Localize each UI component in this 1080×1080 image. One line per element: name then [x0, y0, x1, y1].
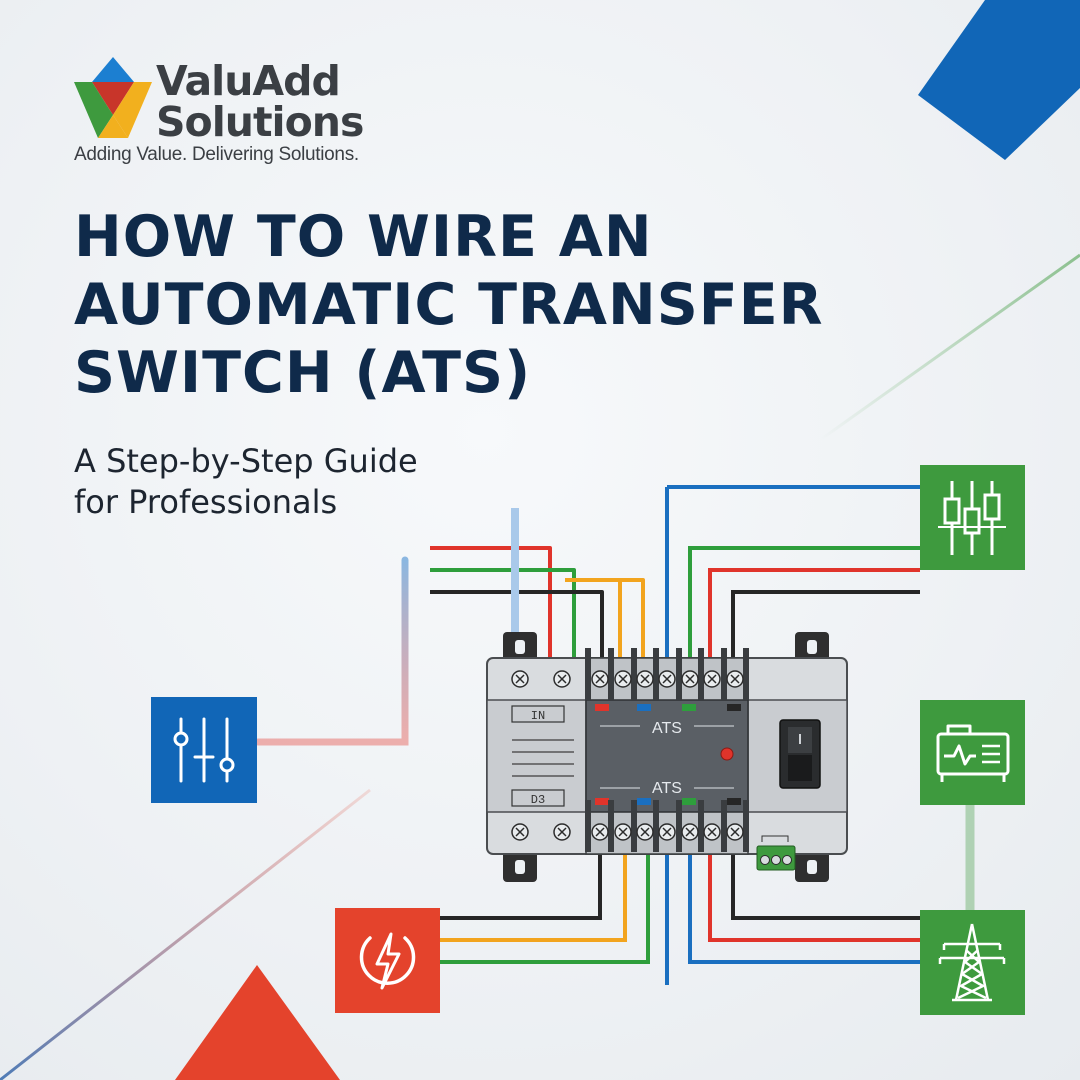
- brand-name-line2: Solutions: [156, 98, 364, 146]
- top-left-input-wires: [430, 485, 920, 660]
- subheadline-line2: for Professionals: [74, 483, 338, 521]
- terminal-separator: [653, 800, 659, 852]
- terminal-separator: [721, 800, 727, 852]
- terminal-separator: [676, 800, 682, 852]
- headline-line1: HOW TO WIRE AN: [74, 204, 653, 270]
- terminal-in-label: IN: [531, 709, 545, 723]
- ats-device: [486, 632, 848, 882]
- fuse-bank-icon: [920, 465, 1025, 570]
- corner-blue-shape: [918, 0, 1080, 160]
- terminal-separator: [585, 800, 591, 852]
- top-right-input-wires: [688, 546, 920, 660]
- terminal-separator: [721, 648, 727, 700]
- terminal-separator: [631, 800, 637, 852]
- control-sliders-icon: [151, 697, 257, 803]
- brand-tagline: Adding Value. Delivering Solutions.: [74, 144, 359, 165]
- generator-icon: [920, 700, 1025, 805]
- terminal-separator: [743, 800, 749, 852]
- bottom-output-wires: [440, 855, 920, 985]
- ats-label-bottom: ATS: [652, 780, 682, 797]
- terminal-separator: [608, 648, 614, 700]
- transmission-tower-icon: [920, 910, 1025, 1015]
- lightning-bolt-icon: [335, 908, 440, 1013]
- terminal-separator: [743, 648, 749, 700]
- terminal-separator: [653, 648, 659, 700]
- headline-line2: AUTOMATIC TRANSFER: [74, 272, 824, 338]
- terminal-separator: [608, 800, 614, 852]
- brand-name-line1: ValuAdd: [156, 57, 341, 105]
- terminal-separator: [676, 648, 682, 700]
- terminal-separator: [698, 648, 704, 700]
- bottom-red-triangle: [175, 965, 340, 1080]
- left-module-lines: [512, 739, 574, 777]
- terminal-separator: [585, 648, 591, 700]
- terminal-d-label: D3: [531, 793, 545, 807]
- subheadline-line1: A Step-by-Step Guide: [74, 442, 418, 480]
- terminal-separator: [631, 648, 637, 700]
- terminal-screws: [511, 648, 749, 852]
- terminal-separator: [698, 800, 704, 852]
- ats-label-top: ATS: [652, 720, 682, 737]
- headline-line3: SWITCH (ATS): [74, 340, 532, 406]
